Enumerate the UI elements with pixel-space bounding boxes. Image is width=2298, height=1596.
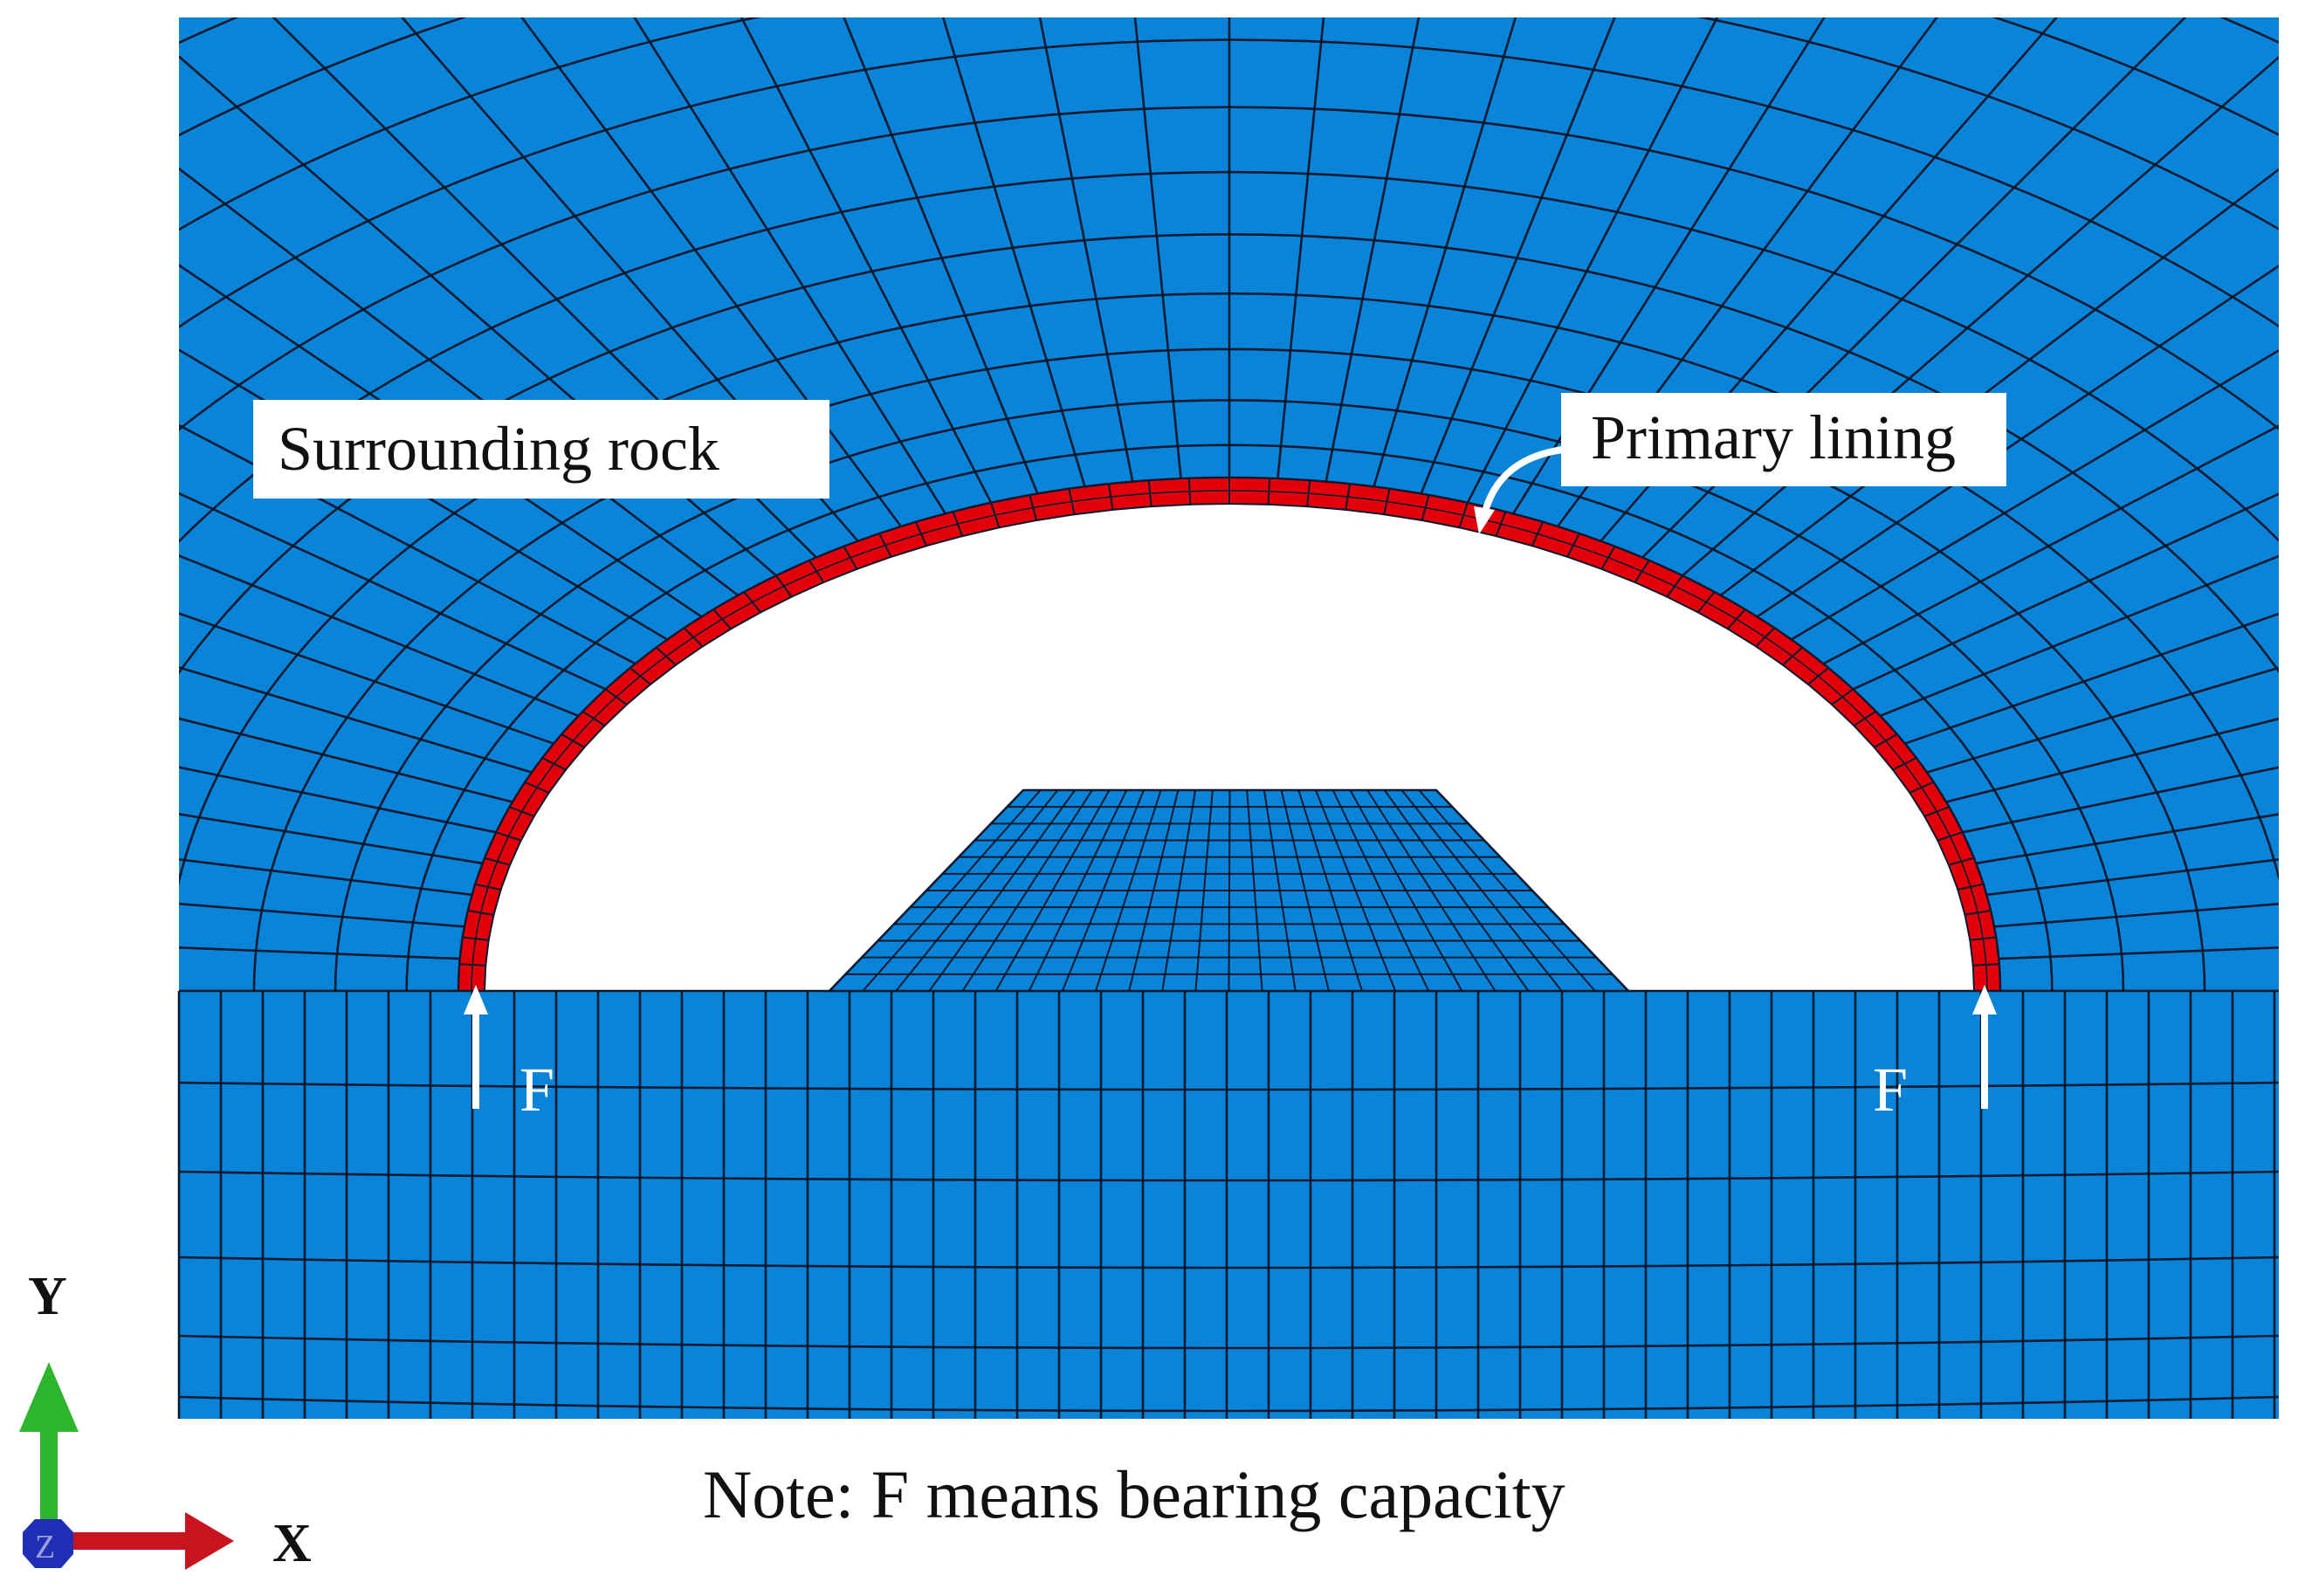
mesh-line	[862, 789, 1042, 992]
mesh-line	[1297, 789, 1363, 992]
mesh-line	[179, 766, 497, 834]
mesh-line	[1228, 789, 1231, 992]
surrounding-rock-text: Surrounding rock	[278, 414, 719, 484]
y-axis-arrow	[19, 1362, 79, 1539]
mesh-line	[178, 1395, 2280, 1413]
mesh-line	[1945, 717, 2279, 803]
mesh-line	[1028, 789, 1128, 992]
mesh-line	[178, 1081, 2280, 1091]
up-arrow-icon	[464, 985, 488, 1109]
mesh-line	[928, 789, 1076, 992]
mesh-line	[1038, 17, 1134, 482]
mesh-line	[1349, 789, 1463, 992]
force-left-label: F	[519, 1055, 554, 1125]
mesh-line	[179, 348, 668, 641]
mesh-line	[1331, 789, 1430, 992]
mesh-line	[400, 17, 859, 542]
primary-lining-text: Primary lining	[1591, 402, 1956, 472]
xyz-triad-icon: Y Z X	[19, 1267, 312, 1573]
mesh-line	[1926, 666, 2279, 774]
z-axis-label: Z	[35, 1529, 55, 1565]
mesh-line	[1400, 789, 1563, 992]
note-text: Note: F means bearing capacity	[703, 1456, 1565, 1532]
tunnel-opening	[485, 504, 1974, 991]
mesh-line	[1384, 789, 1530, 992]
mesh-line	[179, 858, 472, 897]
mesh-line	[1904, 612, 2279, 745]
mesh-line	[179, 554, 579, 718]
mesh-line	[178, 1334, 2280, 1350]
mesh-line	[994, 789, 1111, 992]
mesh-line	[740, 17, 993, 504]
mesh-line	[633, 17, 947, 514]
mesh-line	[1993, 902, 2279, 928]
x-axis-label: X	[272, 1514, 312, 1573]
mesh-line	[1324, 17, 1421, 482]
up-arrow-icon	[1972, 985, 1997, 1109]
mesh-line	[961, 789, 1093, 992]
mesh-line	[1194, 789, 1214, 992]
fem-mesh	[177, 17, 2280, 1419]
mesh-line	[1366, 789, 1496, 992]
mesh-line	[1420, 17, 1616, 494]
mesh-line	[1061, 789, 1145, 992]
lower-rock-mesh	[177, 989, 2280, 1419]
mesh-line	[1280, 789, 1330, 992]
mesh-line	[179, 666, 533, 774]
mesh-line	[1999, 946, 2279, 960]
primary-lining-label: Primary lining	[1561, 393, 2006, 486]
mesh-line	[1756, 264, 2279, 618]
mesh-line	[1128, 789, 1180, 992]
mesh-line	[1822, 424, 2279, 665]
mesh-line	[941, 17, 1086, 487]
mesh-line	[1852, 492, 2279, 691]
mesh-line	[1976, 813, 2279, 865]
mesh-line	[1600, 17, 2059, 542]
y-axis-label: Y	[28, 1267, 67, 1326]
z-axis-dot: Z	[23, 1519, 73, 1568]
mesh-line	[1133, 17, 1182, 479]
mesh-line	[179, 492, 607, 691]
mesh-line	[1263, 789, 1297, 992]
mesh-line	[1556, 17, 1938, 527]
mesh-line	[1095, 789, 1162, 992]
mesh-line	[179, 902, 465, 928]
mesh-line	[1276, 17, 1325, 479]
mesh-line	[179, 717, 513, 803]
mesh-line	[179, 423, 636, 665]
mesh-line	[1246, 789, 1263, 992]
mesh-line	[1161, 789, 1197, 992]
force-arrow-right: F	[1873, 985, 1997, 1125]
mesh-line	[1315, 789, 1397, 992]
surrounding-rock-label: Surrounding rock	[253, 400, 829, 499]
mesh-line	[179, 612, 554, 745]
mesh-line	[1962, 766, 2279, 834]
mesh-line	[1880, 554, 2279, 718]
curved-arrow-icon	[1474, 446, 1564, 534]
x-axis-arrow	[51, 1512, 234, 1570]
floor-platform-mesh	[826, 788, 1632, 993]
mesh-line	[1791, 348, 2279, 641]
mesh-line	[1511, 17, 1826, 514]
mesh-line	[843, 17, 1039, 494]
mesh-line	[178, 1170, 2280, 1182]
mesh-line	[520, 17, 903, 527]
mesh-line	[179, 946, 460, 960]
mesh-line	[179, 813, 483, 865]
lower-rock-region	[179, 991, 2279, 1419]
mesh-line	[895, 789, 1059, 992]
mesh-line	[1986, 858, 2279, 897]
mesh-line	[1418, 789, 1596, 992]
force-arrow-left: F	[464, 985, 554, 1125]
force-right-label: F	[1873, 1055, 1908, 1125]
lining-midline	[471, 490, 1988, 992]
mesh-line	[1373, 17, 1517, 487]
primary-lining-mesh	[457, 476, 2002, 992]
mesh-line	[178, 1255, 2280, 1269]
mesh-line	[1466, 17, 1719, 504]
